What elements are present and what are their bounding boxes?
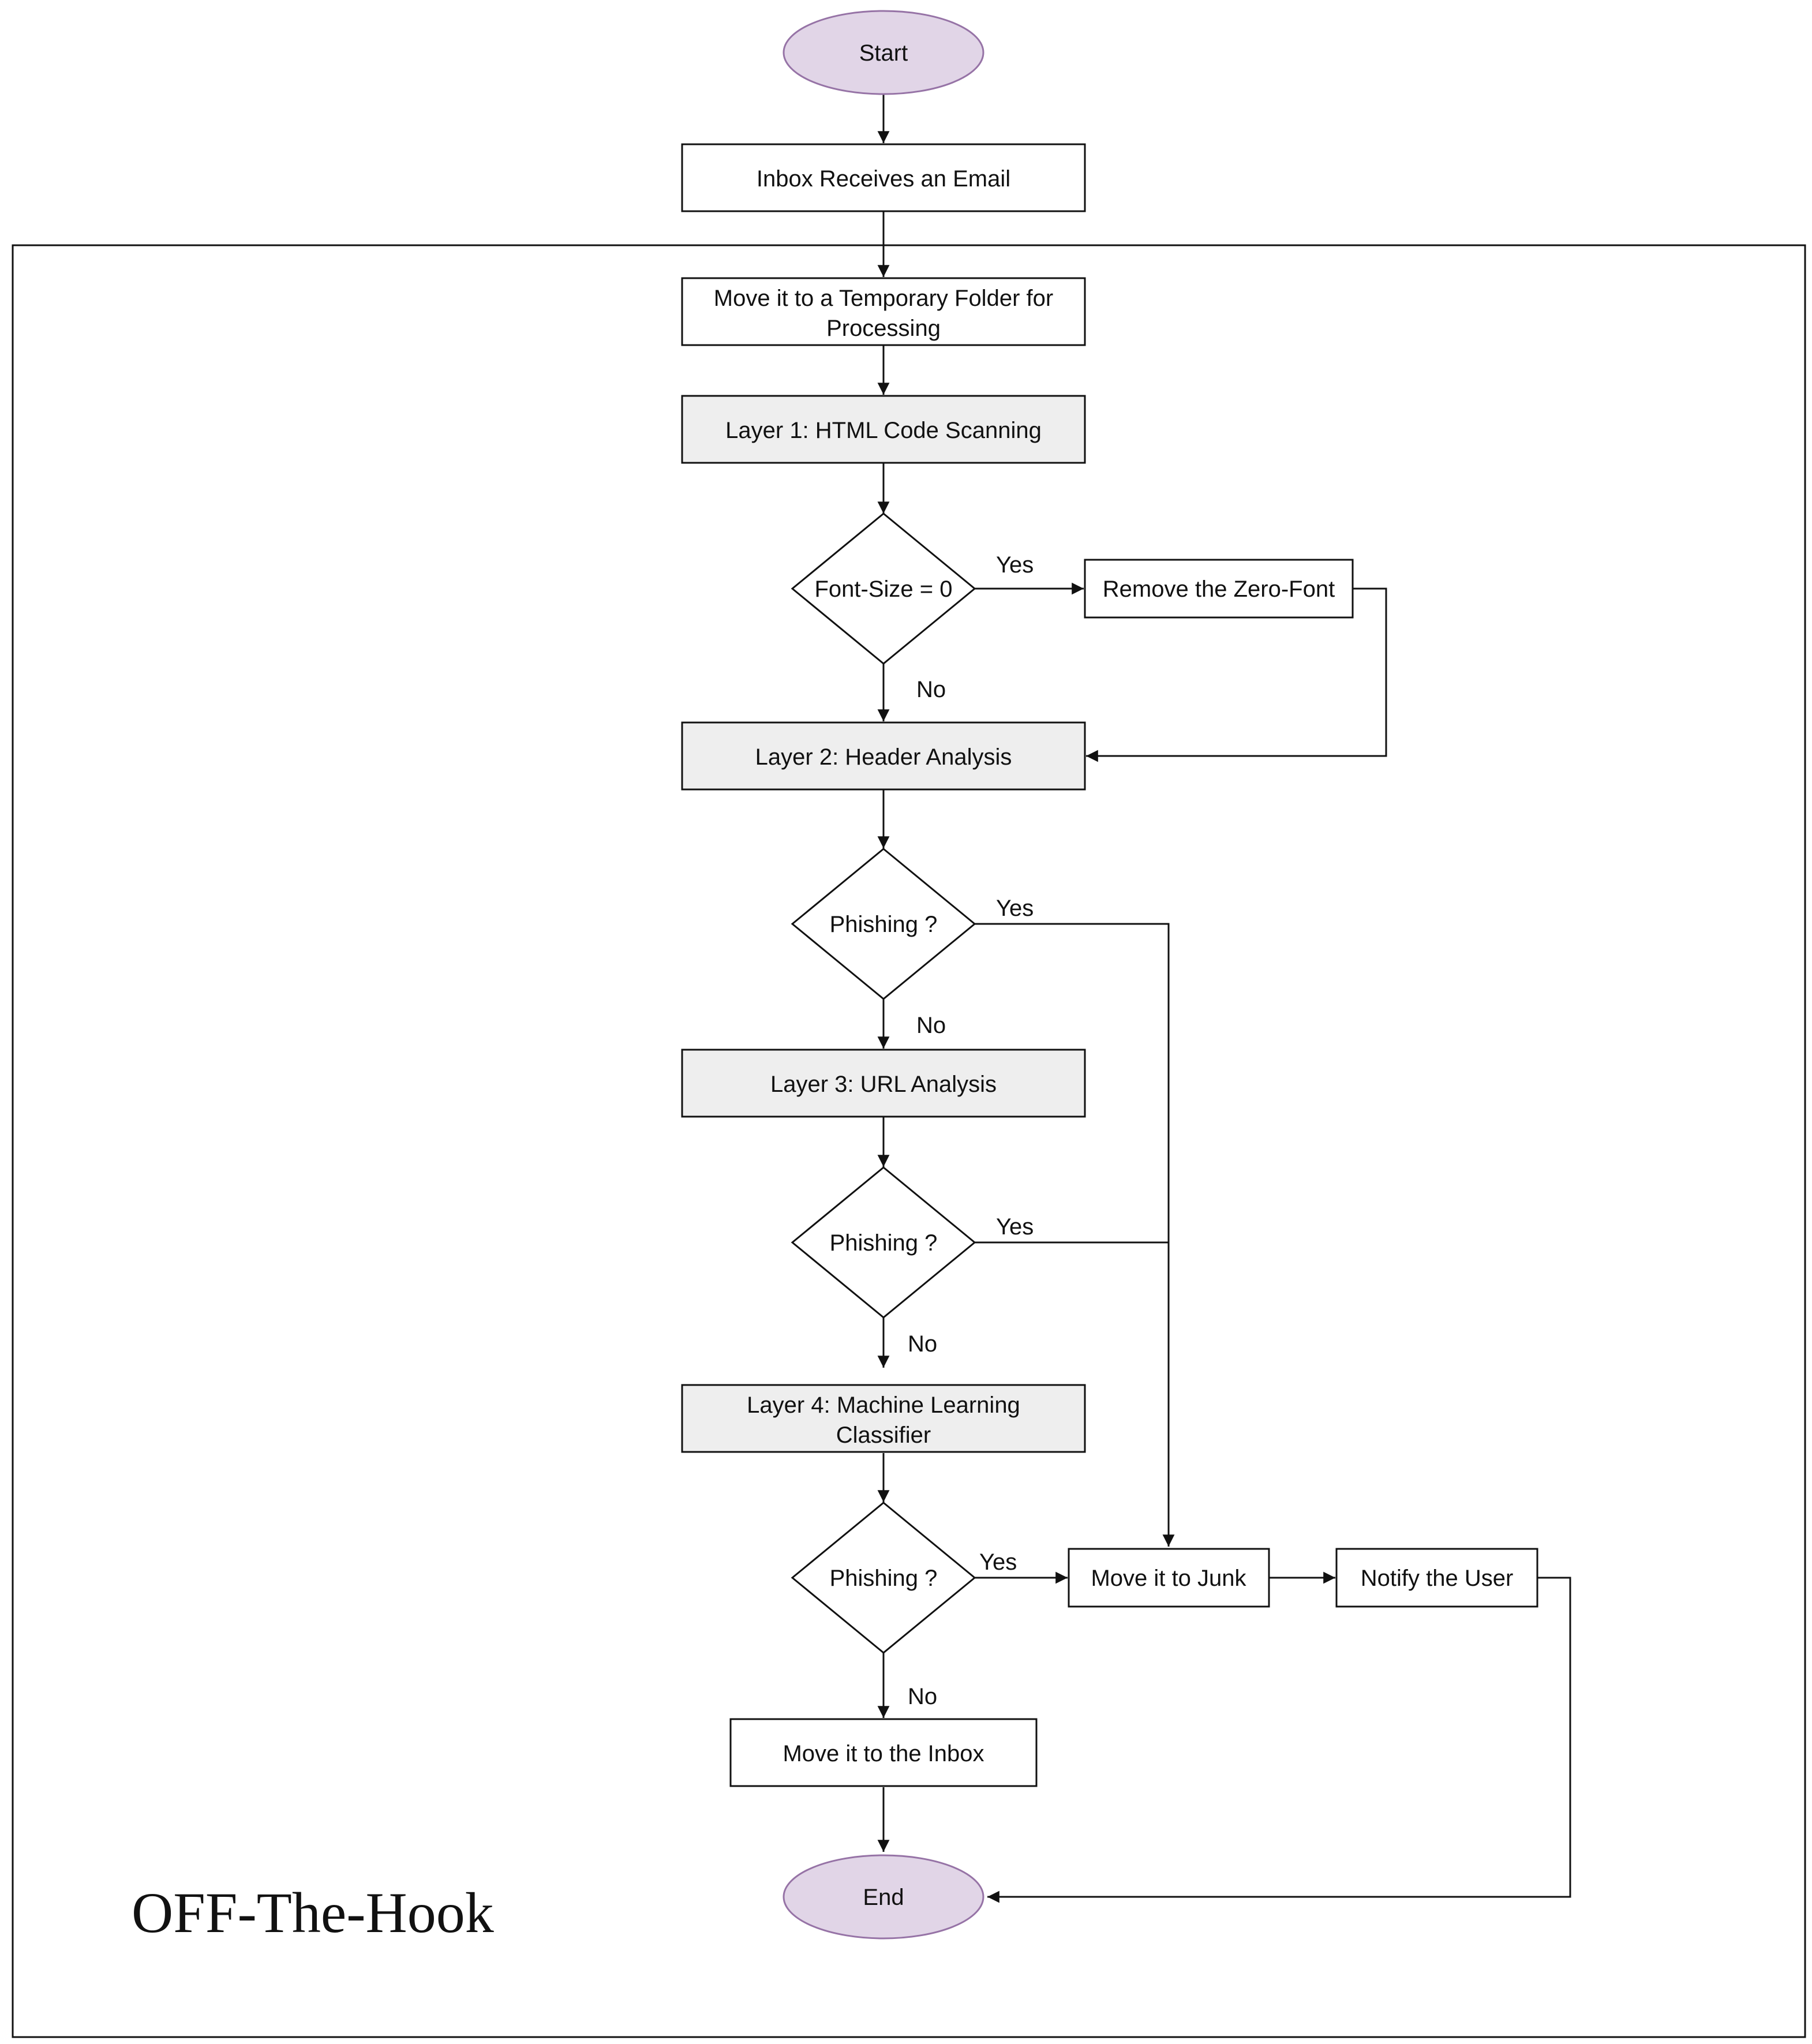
remove-zero-font-shape [1084,559,1354,619]
edge-remove-zero-font-to-layer2 [1086,587,1387,762]
end-label: End [863,1885,904,1910]
notify-user-label: Notify the User [1361,1566,1514,1591]
notify-user-box[interactable]: Notify the User [1335,1548,1538,1608]
layer3-label: Layer 3: URL Analysis [770,1072,997,1097]
move-to-inbox-shape [729,1718,1038,1787]
phishing-decision-1[interactable]: Phishing ? [791,848,976,1000]
phishing-diamond-1 [791,848,976,1000]
edge-notify-to-end [987,1577,1571,1903]
edge-labels: Yes No Yes No Yes No Yes No [908,552,1034,1709]
phishing-label-3: Phishing ? [830,1566,938,1591]
system-boundary [12,244,1806,2038]
phishing2-no-label: No [908,1331,937,1357]
remove-zero-font-box[interactable]: Remove the Zero-Font [1084,559,1354,619]
inbox-receives-shape [681,143,1086,212]
layer2-shape [681,721,1086,791]
layer1-shape [681,395,1086,464]
font-no-label: No [916,677,946,702]
edges [877,95,1571,1903]
layer4-label-line1: Layer 4: Machine Learning [747,1392,1020,1418]
temp-folder-shape [681,277,1086,346]
layer4-shape [681,1384,1086,1453]
font-size-label: Font-Size = 0 [814,576,952,602]
font-yes-label: Yes [996,552,1034,578]
phishing3-yes-label: Yes [979,1549,1017,1575]
move-to-inbox-box[interactable]: Move it to the Inbox [729,1718,1038,1787]
end-terminal[interactable]: End [783,1854,984,1940]
end-shape [783,1854,984,1940]
phishing-label-1: Phishing ? [830,912,938,937]
start-terminal[interactable]: Start [783,10,984,95]
inbox-receives-box[interactable]: Inbox Receives an Email [681,143,1086,212]
temp-folder-box[interactable]: Move it to a Temporary Folder for Proces… [681,277,1086,346]
layer3-shape [681,1049,1086,1118]
temp-folder-label-line2: Processing [826,316,941,341]
phishing1-no-label: No [916,1013,946,1038]
move-to-junk-box[interactable]: Move it to Junk [1068,1548,1270,1608]
layer3-box[interactable]: Layer 3: URL Analysis [681,1049,1086,1118]
font-size-diamond [791,512,976,665]
layer1-label: Layer 1: HTML Code Scanning [725,418,1042,443]
layer4-box[interactable]: Layer 4: Machine Learning Classifier [681,1384,1086,1453]
inbox-receives-label: Inbox Receives an Email [757,166,1010,192]
phishing-diamond-2 [791,1166,976,1319]
phishing-diamond-3 [791,1502,976,1654]
layer1-box[interactable]: Layer 1: HTML Code Scanning [681,395,1086,464]
brand-title: OFF-The-Hook [132,1881,494,1945]
phishing-decision-2[interactable]: Phishing ? [791,1166,976,1319]
layer2-label: Layer 2: Header Analysis [755,744,1012,770]
phishing2-yes-label: Yes [996,1214,1034,1240]
move-to-junk-label: Move it to Junk [1091,1566,1246,1591]
phishing3-no-label: No [908,1684,937,1709]
layer2-box[interactable]: Layer 2: Header Analysis [681,721,1086,791]
start-label: Start [859,40,908,66]
layer4-label-line2: Classifier [836,1422,931,1448]
move-to-inbox-label: Move it to the Inbox [783,1741,984,1766]
edge-phishing1-yes [975,923,1175,1547]
temp-folder-label-line1: Move it to a Temporary Folder for [714,286,1053,311]
start-shape [783,10,984,95]
phishing1-yes-label: Yes [996,896,1034,921]
phishing-label-2: Phishing ? [830,1230,938,1256]
move-to-junk-shape [1068,1548,1270,1608]
remove-zero-font-label: Remove the Zero-Font [1103,576,1335,602]
font-size-decision[interactable]: Font-Size = 0 [791,512,976,665]
notify-user-shape [1335,1548,1538,1608]
phishing-decision-3[interactable]: Phishing ? [791,1502,976,1654]
